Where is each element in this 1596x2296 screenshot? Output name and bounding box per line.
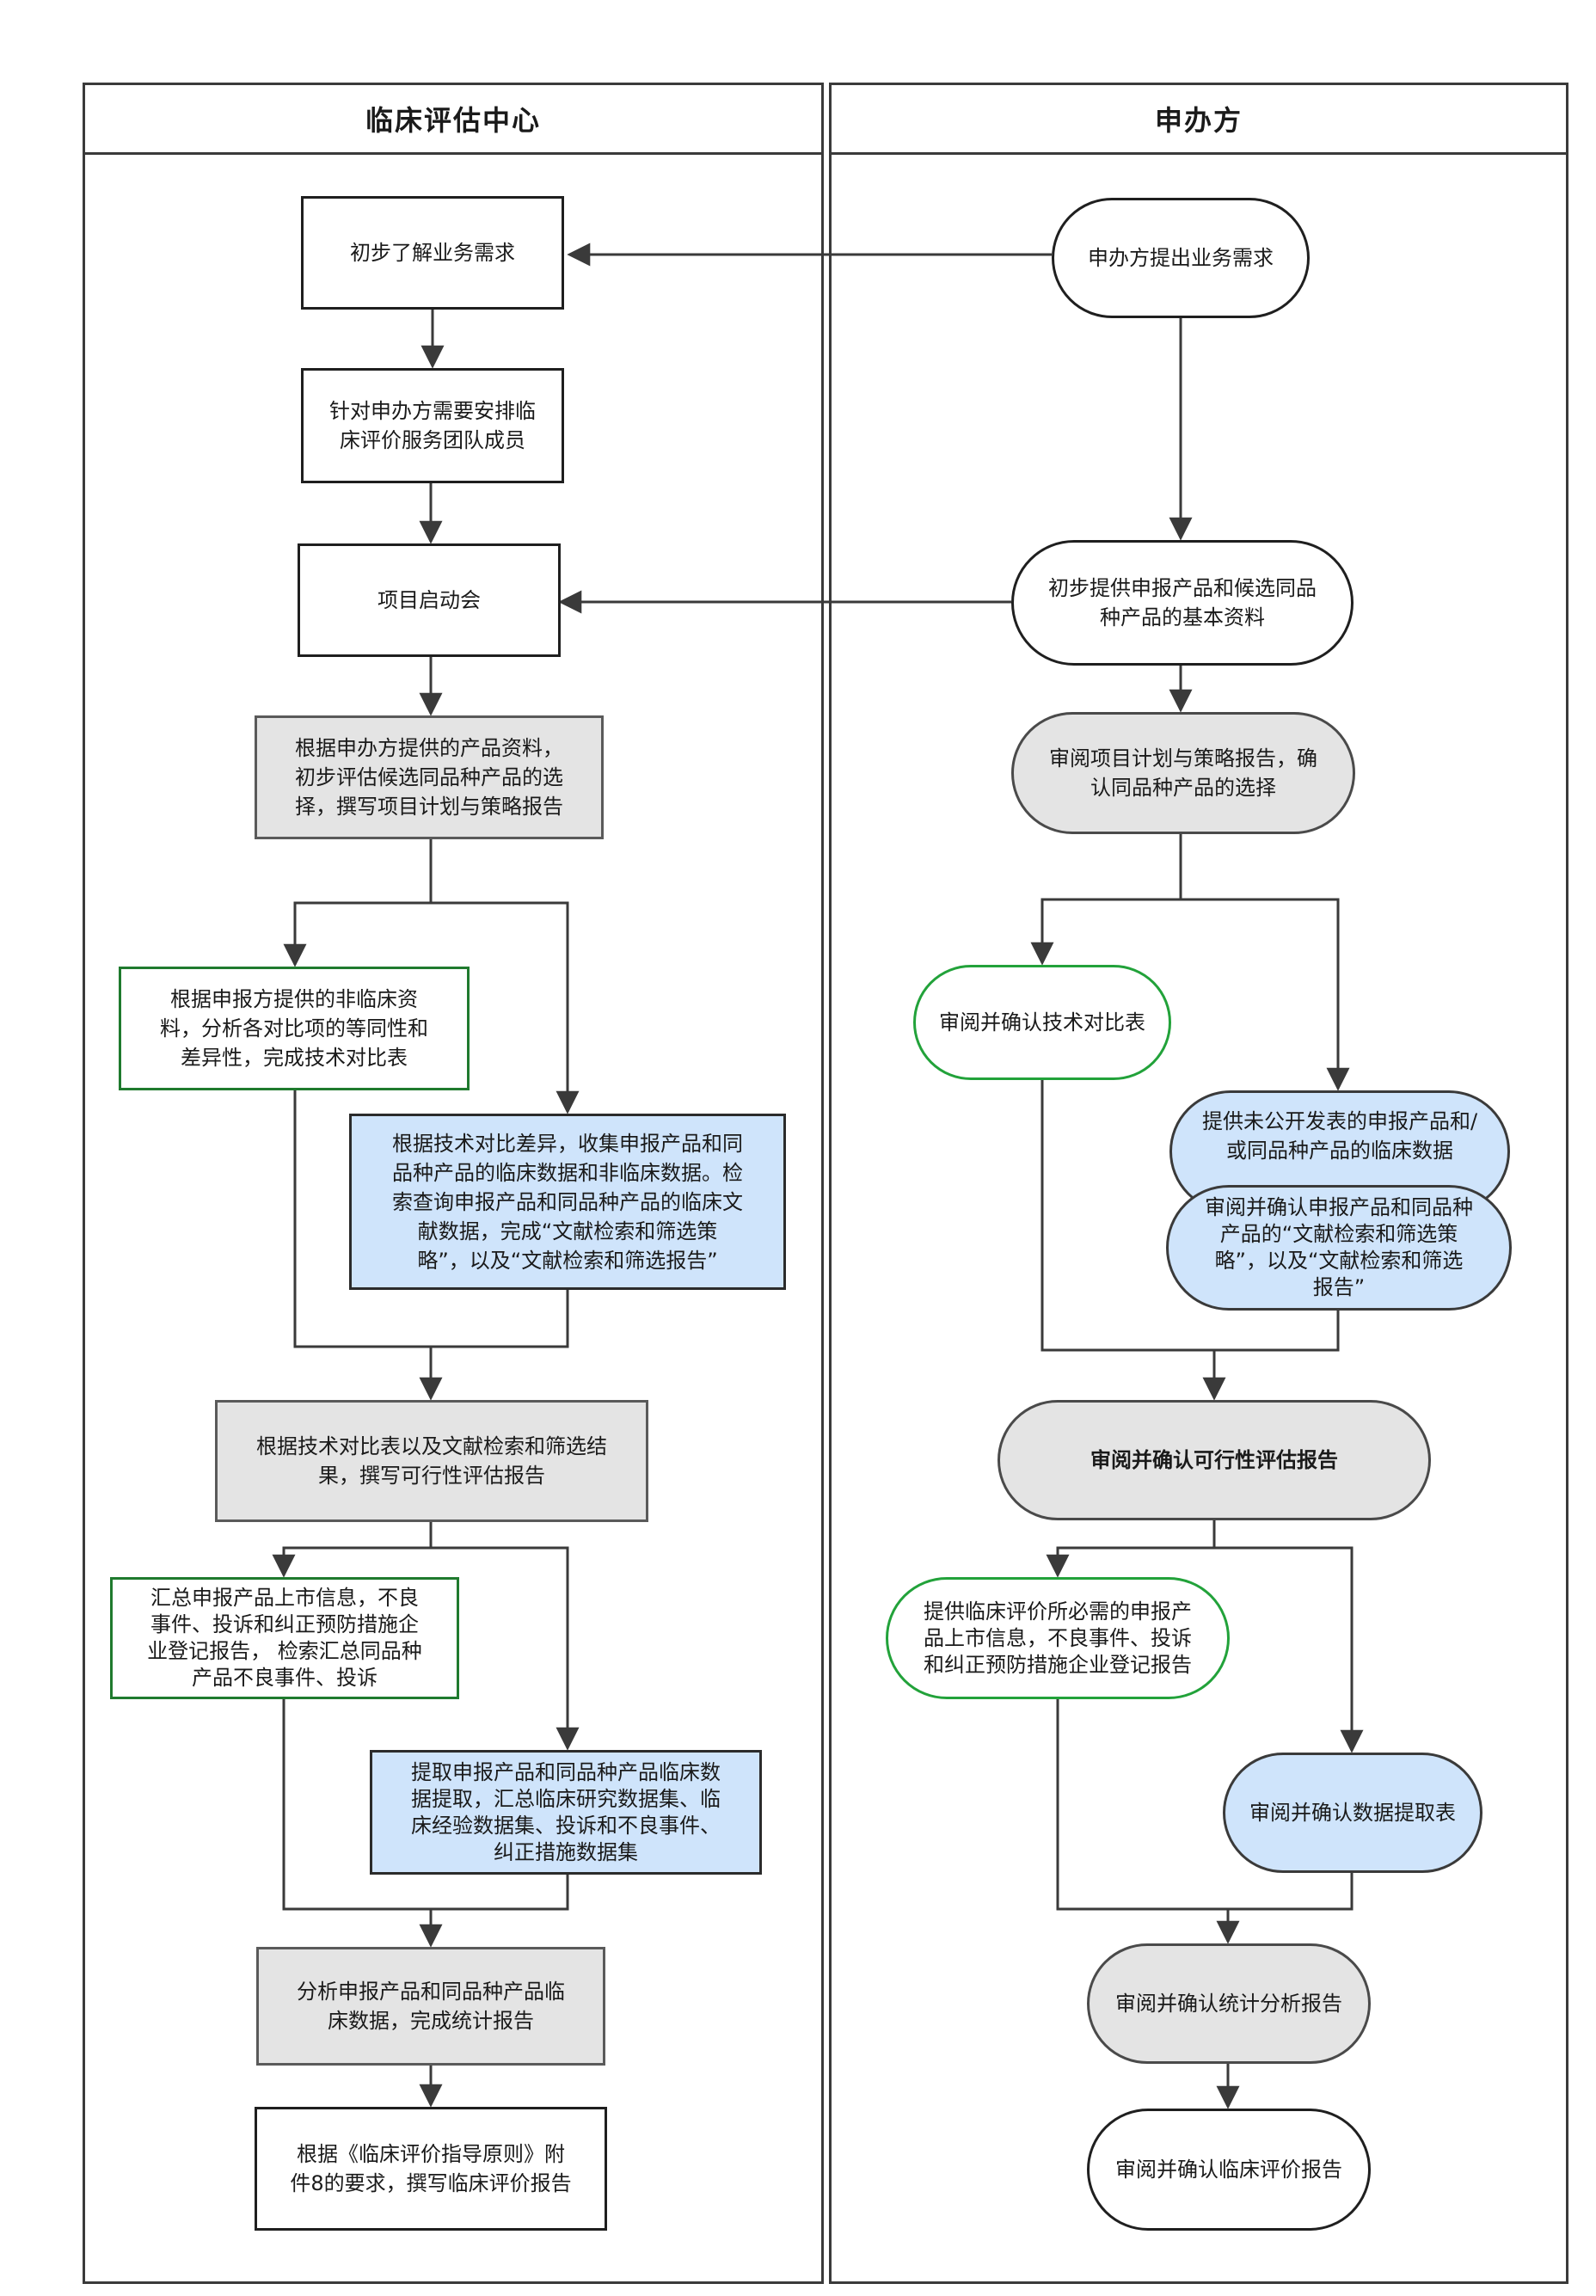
line-r6-merge [1214, 1311, 1340, 1352]
arrow-to-r9 [1214, 1546, 1364, 1753]
sponsor-confirm-feasibility-report: 审阅并确认可行性评估报告 [998, 1400, 1431, 1520]
sponsor-confirm-extraction-table: 审阅并确认数据提取表 [1223, 1753, 1482, 1873]
arrow-to-r8 [1046, 1546, 1214, 1578]
lane-title: 临床评估中心 [85, 85, 821, 155]
arrow-to-r4 [1030, 898, 1181, 966]
sponsor-confirm-comparison-table: 审阅并确认技术对比表 [913, 965, 1171, 1080]
arrow-to-l8 [272, 1546, 431, 1578]
step-literature-search: 根据技术对比差异，收集申报产品和同 品种产品的临床数据和非临床数据。检 索查询申… [349, 1114, 786, 1290]
lane-title: 申办方 [832, 85, 1566, 155]
sponsor-raise-requirements: 申办方提出业务需求 [1052, 198, 1310, 318]
line-r8-merge [1056, 1699, 1228, 1911]
step-summarize-market-info: 汇总申报产品上市信息，不良 事件、投诉和纠正预防措施企 业登记报告， 检索汇总同… [110, 1577, 459, 1699]
step-statistical-report: 分析申报产品和同品种产品临 床数据，完成统计报告 [256, 1947, 605, 2066]
sponsor-provide-market-info: 提供临床评价所必需的申报产 品上市信息，不良事件、投诉 和纠正预防措施企业登记报… [886, 1577, 1230, 1699]
step-understand-requirements: 初步了解业务需求 [301, 196, 564, 310]
sponsor-confirm-literature-search: 审阅并确认申报产品和同品种 产品的“文献检索和筛选策 略”，以及“文献检索和筛选… [1166, 1185, 1512, 1311]
step-clinical-evaluation-report: 根据《临床评价指导原则》附 件8的要求，撰写临床评价报告 [255, 2107, 607, 2231]
line-l9-merge [431, 1875, 569, 1911]
line-l5-merge [293, 1090, 431, 1348]
sponsor-confirm-statistical-report: 审阅并确认统计分析报告 [1087, 1943, 1371, 2064]
step-feasibility-report: 根据技术对比表以及文献检索和筛选结 果，撰写可行性评估报告 [215, 1400, 648, 1522]
step-assign-team: 针对申办方需要安排临 床评价服务团队成员 [301, 368, 564, 483]
sponsor-provide-basic-materials: 初步提供申报产品和候选同品 种产品的基本资料 [1011, 540, 1354, 666]
line-l8-merge [282, 1699, 431, 1911]
step-kickoff-meeting: 项目启动会 [298, 543, 561, 657]
step-extract-clinical-data: 提取申报产品和同品种产品临床数 据提取，汇总临床研究数据集、临 床经验数据集、投… [370, 1750, 762, 1875]
line-l6-merge [431, 1290, 569, 1348]
arrow-to-l6 [431, 901, 580, 1114]
line-r4-merge [1040, 1080, 1214, 1352]
sponsor-review-project-plan: 审阅项目计划与策略报告，确 认同品种产品的选择 [1011, 712, 1355, 834]
line-r9-merge [1228, 1873, 1354, 1911]
step-technical-comparison: 根据申报方提供的非临床资 料，分析各对比项的等同性和 差异性，完成技术对比表 [119, 967, 470, 1090]
arrow-to-l5 [283, 901, 431, 967]
sponsor-confirm-clinical-evaluation-report: 审阅并确认临床评价报告 [1087, 2109, 1371, 2231]
arrow-to-l9 [431, 1546, 580, 1751]
arrow-to-r5 [1181, 898, 1350, 1091]
step-project-plan-report: 根据申办方提供的产品资料， 初步评估候选同品种产品的选 择，撰写项目计划与策略报… [255, 715, 604, 839]
